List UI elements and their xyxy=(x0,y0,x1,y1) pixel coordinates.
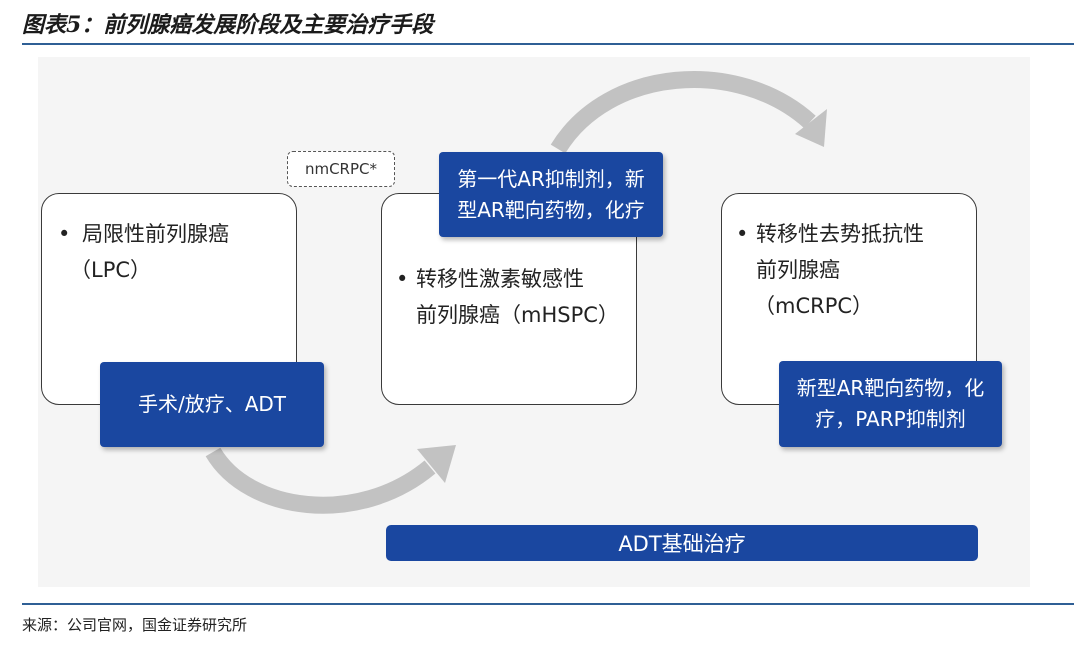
flow-arrows xyxy=(205,71,827,514)
treatment-mcrpc-line-2: 疗，PARP抑制剂 xyxy=(815,407,966,431)
treatment-mhspc-line-1: 第一代AR抑制剂，新 xyxy=(457,166,645,191)
source-rule xyxy=(22,603,1074,605)
stage-mcrpc-line-3: （mCRPC） xyxy=(754,294,874,318)
stage-mhspc-line-1: 转移性激素敏感性 xyxy=(416,267,584,291)
treatment-lpc: 手术/放疗、ADT xyxy=(100,362,324,447)
treatment-mcrpc-line-1: 新型AR靶向药物，化 xyxy=(796,376,985,400)
stage-mcrpc-bullet: • xyxy=(736,222,749,246)
stage-lpc-line-2: （LPC） xyxy=(70,258,152,282)
stage-mcrpc-line-1: 转移性去势抵抗性 xyxy=(756,222,924,246)
stage-mhspc-line-2: 前列腺癌（mHSPC） xyxy=(416,303,619,327)
nmcrpc-label: nmCRPC* xyxy=(287,151,395,187)
arrow-mhspc-to-mcrpc xyxy=(550,71,816,154)
stage-lpc-bullet: • xyxy=(58,222,71,246)
arrow-lpc-to-mhspc xyxy=(205,447,436,514)
title-rule xyxy=(22,43,1074,45)
treatment-mhspc-line-2: 型AR靶向药物，化疗 xyxy=(457,197,645,222)
adt-base-therapy-bar: ADT基础治疗 xyxy=(386,525,978,561)
diagram-canvas: • 局限性前列腺癌 （LPC） • 转移性激素敏感性 前列腺癌（mHSPC） •… xyxy=(38,57,1030,587)
figure-title: 图表5：前列腺癌发展阶段及主要治疗手段 xyxy=(22,12,434,38)
source-note: 来源：公司官网，国金证券研究所 xyxy=(22,616,248,634)
stage-mhspc-bullet: • xyxy=(396,267,409,291)
treatment-lpc-line-1: 手术/放疗、ADT xyxy=(137,392,287,416)
stage-mcrpc-line-2: 前列腺癌 xyxy=(756,258,840,282)
arrow-lpc-to-mhspc-head xyxy=(417,445,456,483)
arrow-mhspc-to-mcrpc-head xyxy=(795,109,827,147)
treatment-mhspc: 第一代AR抑制剂，新 型AR靶向药物，化疗 xyxy=(439,152,663,237)
stage-lpc-line-1: 局限性前列腺癌 xyxy=(82,222,229,246)
treatment-mcrpc: 新型AR靶向药物，化 疗，PARP抑制剂 xyxy=(779,361,1002,447)
